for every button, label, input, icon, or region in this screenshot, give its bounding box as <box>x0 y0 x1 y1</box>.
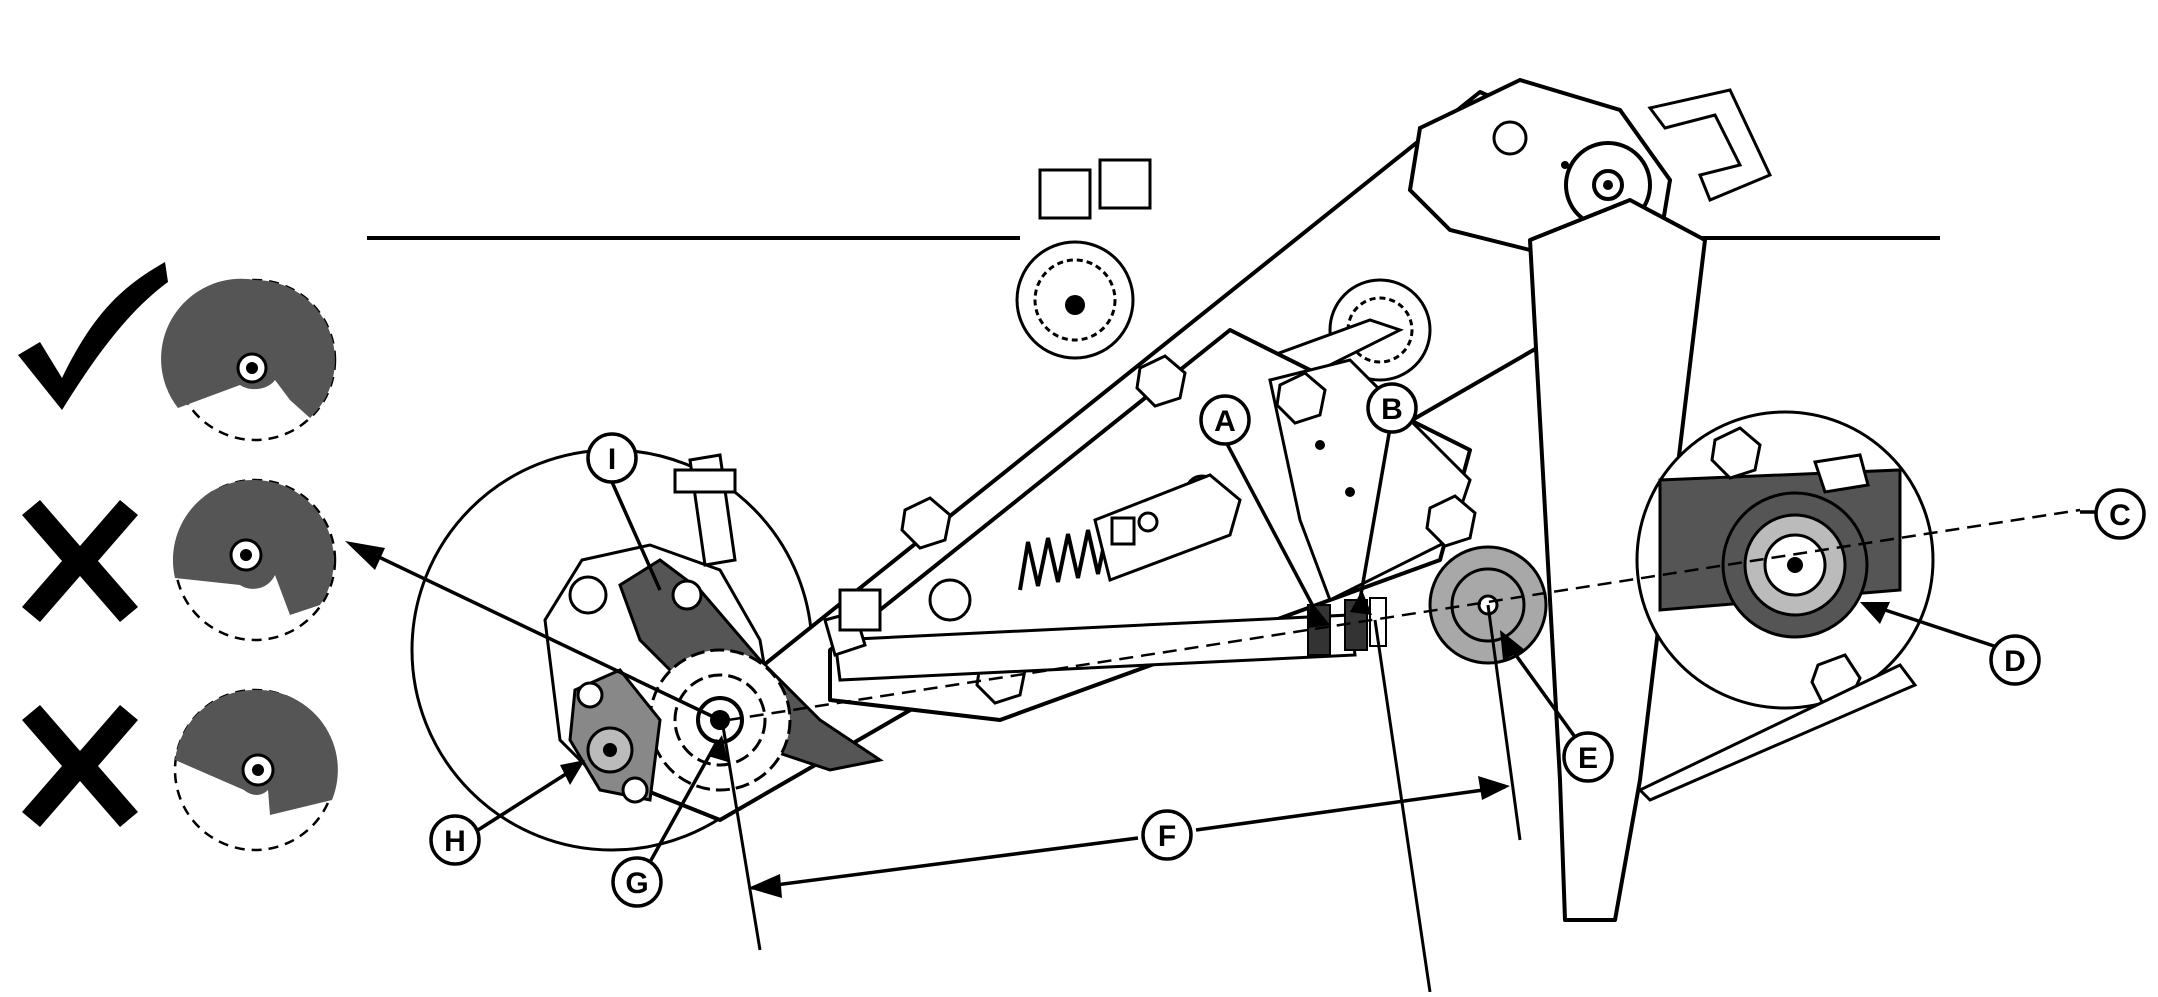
centerline-c <box>727 508 2081 722</box>
callout-a: A <box>1199 394 1251 446</box>
ref-line-b <box>1373 619 1432 993</box>
ref-line-g <box>720 719 762 951</box>
bracket-top-right <box>1647 88 1773 202</box>
callout-e: E <box>1562 731 1614 783</box>
svg-text:I: I <box>608 443 616 476</box>
indicator-disc-correct <box>161 278 337 442</box>
x-mark-icon-2 <box>22 705 138 827</box>
svg-text:G: G <box>625 867 648 900</box>
svg-text:B: B <box>1381 393 1403 426</box>
svg-text:C: C <box>2109 499 2131 532</box>
check-mark-icon <box>18 262 168 410</box>
svg-text:A: A <box>1214 405 1236 438</box>
upper-gear-left <box>1015 158 1152 360</box>
callout-f: F <box>1141 809 1193 861</box>
svg-text:H: H <box>444 825 466 858</box>
callout-d: D <box>1989 634 2041 686</box>
spring-assembly <box>1018 473 1242 591</box>
lower-left-bracket <box>568 668 662 804</box>
callout-h: H <box>429 814 481 866</box>
svg-text:E: E <box>1578 742 1598 775</box>
right-gauge-disc <box>1635 410 1935 802</box>
adjustment-rod <box>823 588 1387 682</box>
leader-lines <box>359 427 2097 890</box>
x-mark-icon-1 <box>22 500 138 622</box>
indicator-disc-incorrect-2 <box>173 688 338 852</box>
callout-i: I <box>586 432 638 484</box>
ref-line-e <box>1486 604 1522 841</box>
indicator-disc-incorrect-1 <box>172 478 337 642</box>
svg-text:D: D <box>2004 645 2026 678</box>
svg-text:F: F <box>1158 820 1176 853</box>
callout-g: G <box>611 856 663 908</box>
plate-bolts <box>900 354 1477 705</box>
callout-c: C <box>2094 488 2146 540</box>
left-post <box>673 453 737 567</box>
callout-b: B <box>1366 382 1418 434</box>
arrowheads <box>345 541 1890 898</box>
